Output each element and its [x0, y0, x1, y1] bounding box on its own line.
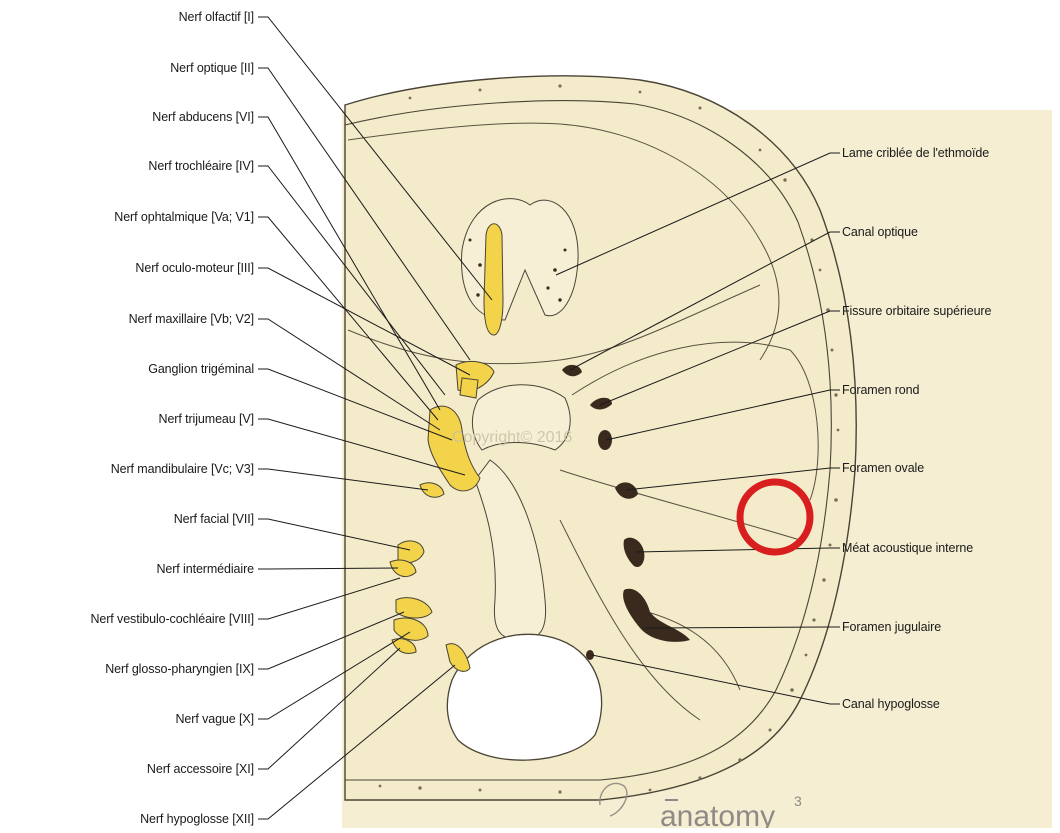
label-left-3: Nerf trochléaire [IV]: [148, 158, 254, 174]
foramen-rotundum: [598, 430, 612, 450]
label-left-6: Nerf maxillaire [Vb; V2]: [129, 311, 254, 327]
label-right-2: Fissure orbitaire supérieure: [842, 303, 991, 319]
label-left-2: Nerf abducens [VI]: [152, 109, 254, 125]
label-left-12: Nerf vestibulo-cochléaire [VIII]: [90, 611, 254, 627]
label-left-7: Ganglion trigéminal: [148, 361, 254, 377]
logo-superscript: 3: [794, 793, 802, 809]
label-left-15: Nerf accessoire [XI]: [147, 761, 254, 777]
copyright-watermark: Copyright© 2016: [452, 429, 572, 446]
label-left-9: Nerf mandibulaire [Vc; V3]: [111, 461, 254, 477]
optic-nerve-stump: [460, 378, 478, 398]
label-right-6: Foramen jugulaire: [842, 619, 941, 635]
label-left-5: Nerf oculo-moteur [III]: [135, 260, 254, 276]
label-left-14: Nerf vague [X]: [175, 711, 254, 727]
label-left-1: Nerf optique [II]: [170, 60, 254, 76]
label-left-0: Nerf olfactif [I]: [179, 9, 254, 25]
label-right-4: Foramen ovale: [842, 460, 924, 476]
label-left-8: Nerf trijumeau [V]: [159, 411, 254, 427]
label-left-11: Nerf intermédiaire: [156, 561, 254, 577]
label-right-3: Foramen rond: [842, 382, 919, 398]
label-left-13: Nerf glosso-pharyngien [IX]: [105, 661, 254, 677]
label-right-1: Canal optique: [842, 224, 918, 240]
label-right-7: Canal hypoglosse: [842, 696, 940, 712]
label-right-5: Méat acoustique interne: [842, 540, 973, 556]
label-left-10: Nerf facial [VII]: [174, 511, 254, 527]
label-left-16: Nerf hypoglosse [XII]: [140, 811, 254, 827]
olfactory-bulb: [484, 224, 503, 335]
label-left-4: Nerf ophtalmique [Va; V1]: [114, 209, 254, 225]
logo-brand: anatomy: [660, 800, 775, 828]
label-right-0: Lame criblée de l'ethmoïde: [842, 145, 989, 161]
